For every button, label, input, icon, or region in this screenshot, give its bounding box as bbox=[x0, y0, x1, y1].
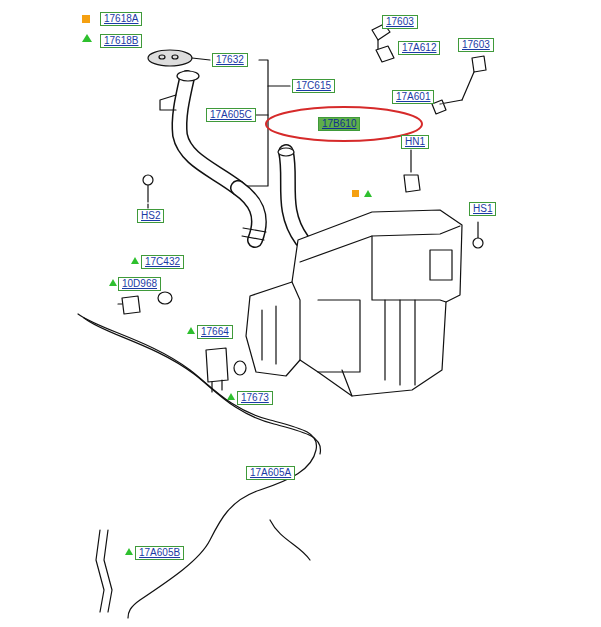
part-number: 17673 bbox=[237, 391, 273, 405]
legend-swatch bbox=[82, 15, 90, 23]
part-number: 17A601 bbox=[392, 90, 434, 104]
part-number: 17603 bbox=[382, 15, 418, 29]
legend-triangle bbox=[82, 34, 92, 42]
part-number: HS1 bbox=[469, 202, 496, 216]
part-number: 17B610 bbox=[318, 117, 360, 131]
part-number: 17664 bbox=[197, 325, 233, 339]
part-number: 17A605A bbox=[246, 466, 295, 480]
legend-text: 17618A bbox=[100, 12, 142, 26]
part-number: 10D968 bbox=[118, 277, 161, 291]
part-number: 17A605C bbox=[206, 108, 256, 122]
part-number: 17C615 bbox=[292, 79, 335, 93]
part-number: 17603 bbox=[458, 38, 494, 52]
part-number: 17C432 bbox=[141, 255, 184, 269]
part-number: 17632 bbox=[212, 53, 248, 67]
part-number: 17A612 bbox=[398, 41, 440, 55]
legend-text: 17618B bbox=[100, 34, 142, 48]
part-number: HS2 bbox=[137, 209, 164, 223]
part-number: HN1 bbox=[401, 135, 429, 149]
part-number: 17A605B bbox=[135, 546, 184, 560]
